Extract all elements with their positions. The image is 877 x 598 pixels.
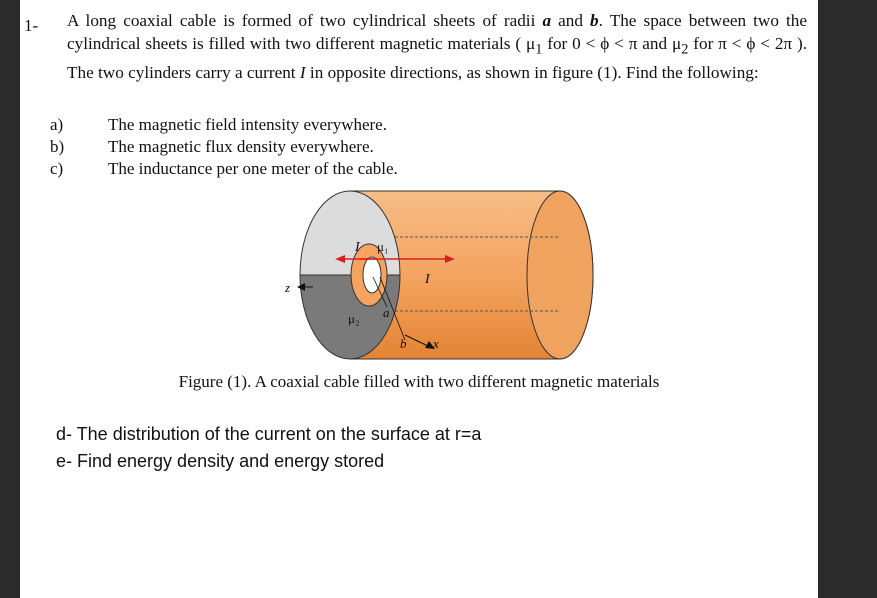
question-item-a: a) The magnetic field intensity everywhe… [50,115,387,134]
z-axis-arrow [297,283,305,291]
figure-caption: Figure (1). A coaxial cable filled with … [178,372,660,391]
label-I-mid: I [424,272,431,287]
question-list: a) The magnetic field intensity everywhe… [50,115,650,181]
extra-question-d: d- The distribution of the current on th… [56,424,482,444]
problem-statement: A long coaxial cable is formed of two cy… [67,11,807,83]
label-mu1: μ₁ [377,239,389,254]
question-item-c: c) The inductance per one meter of the c… [50,159,398,178]
label-mu2: μ₂ [348,311,360,326]
current-arrow-right [445,255,455,263]
label-I-top: I [354,240,361,255]
label-x: x [432,336,439,351]
document-page: 1- A long coaxial cable is formed of two… [20,0,818,598]
current-arrow-left [335,255,345,263]
cable-far-end [526,190,594,360]
question-item-b: b) The magnetic flux density everywhere. [50,137,374,156]
label-b: b [400,336,407,351]
radius-b: b [590,11,599,30]
coaxial-cable-figure: I μ₁ I z μ₂ a b x [284,190,594,360]
problem-number: 1- [24,16,39,35]
radius-a: a [542,11,552,30]
x-axis-arrow [425,341,435,349]
label-a: a [383,305,390,320]
label-z: z [284,280,290,295]
extra-question-e: e- Find energy density and energy stored [56,451,385,471]
